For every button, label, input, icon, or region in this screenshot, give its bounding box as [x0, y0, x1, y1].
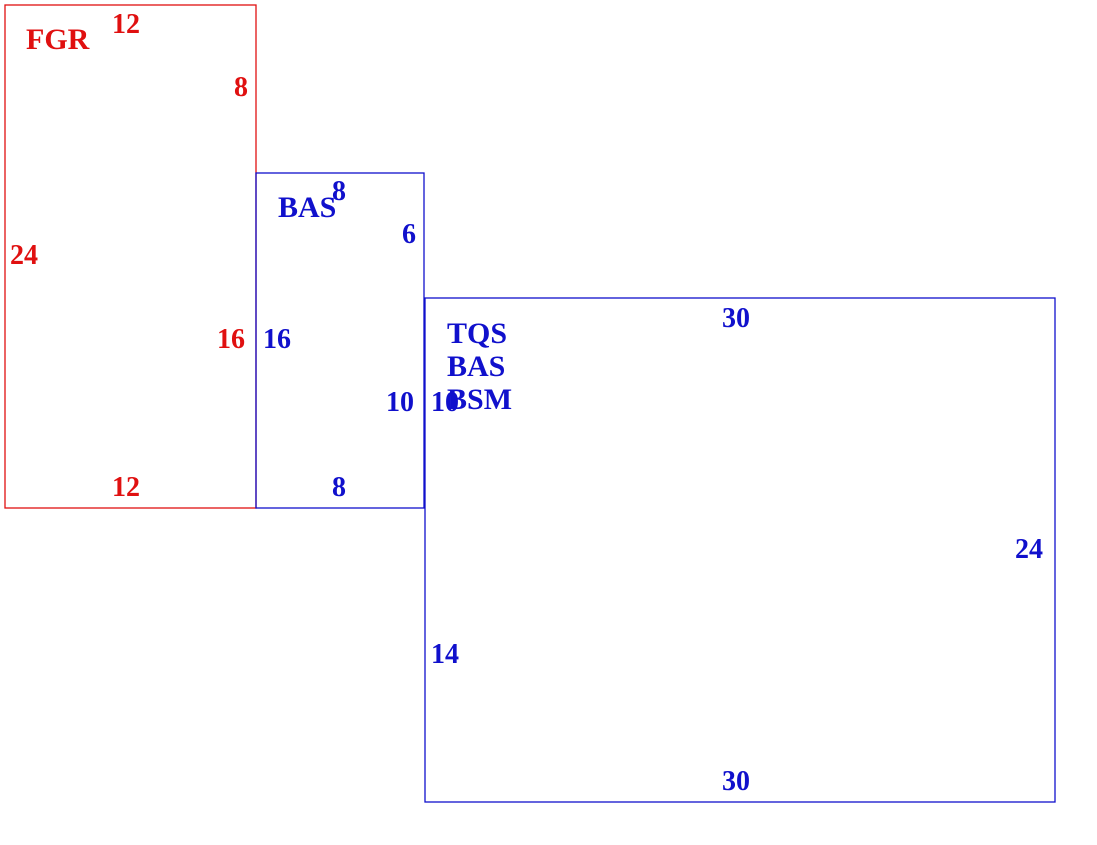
- main-outline: [424, 297, 1056, 803]
- fgr-dim-left: 24: [10, 240, 38, 271]
- fgr-dim-right-upper: 8: [234, 72, 248, 103]
- fgr-dim-right-lower: 16: [217, 324, 245, 355]
- main-dim-right: 24: [1015, 534, 1043, 565]
- bas-code-label: BAS: [278, 191, 336, 224]
- main-code-label-1: TQS: [447, 317, 507, 350]
- bas-dim-bottom: 8: [332, 472, 346, 503]
- bas-dim-left: 16: [263, 324, 291, 355]
- bas-dim-top: 8: [332, 176, 346, 207]
- main-dim-left-lower: 14: [431, 639, 459, 670]
- main-code-label-3: BSM: [447, 383, 512, 416]
- area-fgr: FGR 12 8 24 16 12: [4, 4, 257, 509]
- main-dim-left-upper: 10: [431, 387, 459, 418]
- main-code-label-2: BAS: [447, 350, 505, 383]
- fgr-dim-top: 12: [112, 9, 140, 40]
- bas-dim-right-upper: 6: [402, 219, 416, 250]
- fgr-outline: [4, 4, 257, 509]
- main-dim-bottom: 30: [722, 766, 750, 797]
- fgr-code-label: FGR: [26, 23, 90, 56]
- area-bas: BAS 8 6 16 10 8: [255, 172, 425, 509]
- main-dim-top: 30: [722, 303, 750, 334]
- bas-dim-right-lower: 10: [386, 387, 414, 418]
- bas-outline: [255, 172, 425, 509]
- fgr-dim-bottom: 12: [112, 472, 140, 503]
- area-main: TQS BAS BSM 30 10 24 14 30: [424, 297, 1056, 803]
